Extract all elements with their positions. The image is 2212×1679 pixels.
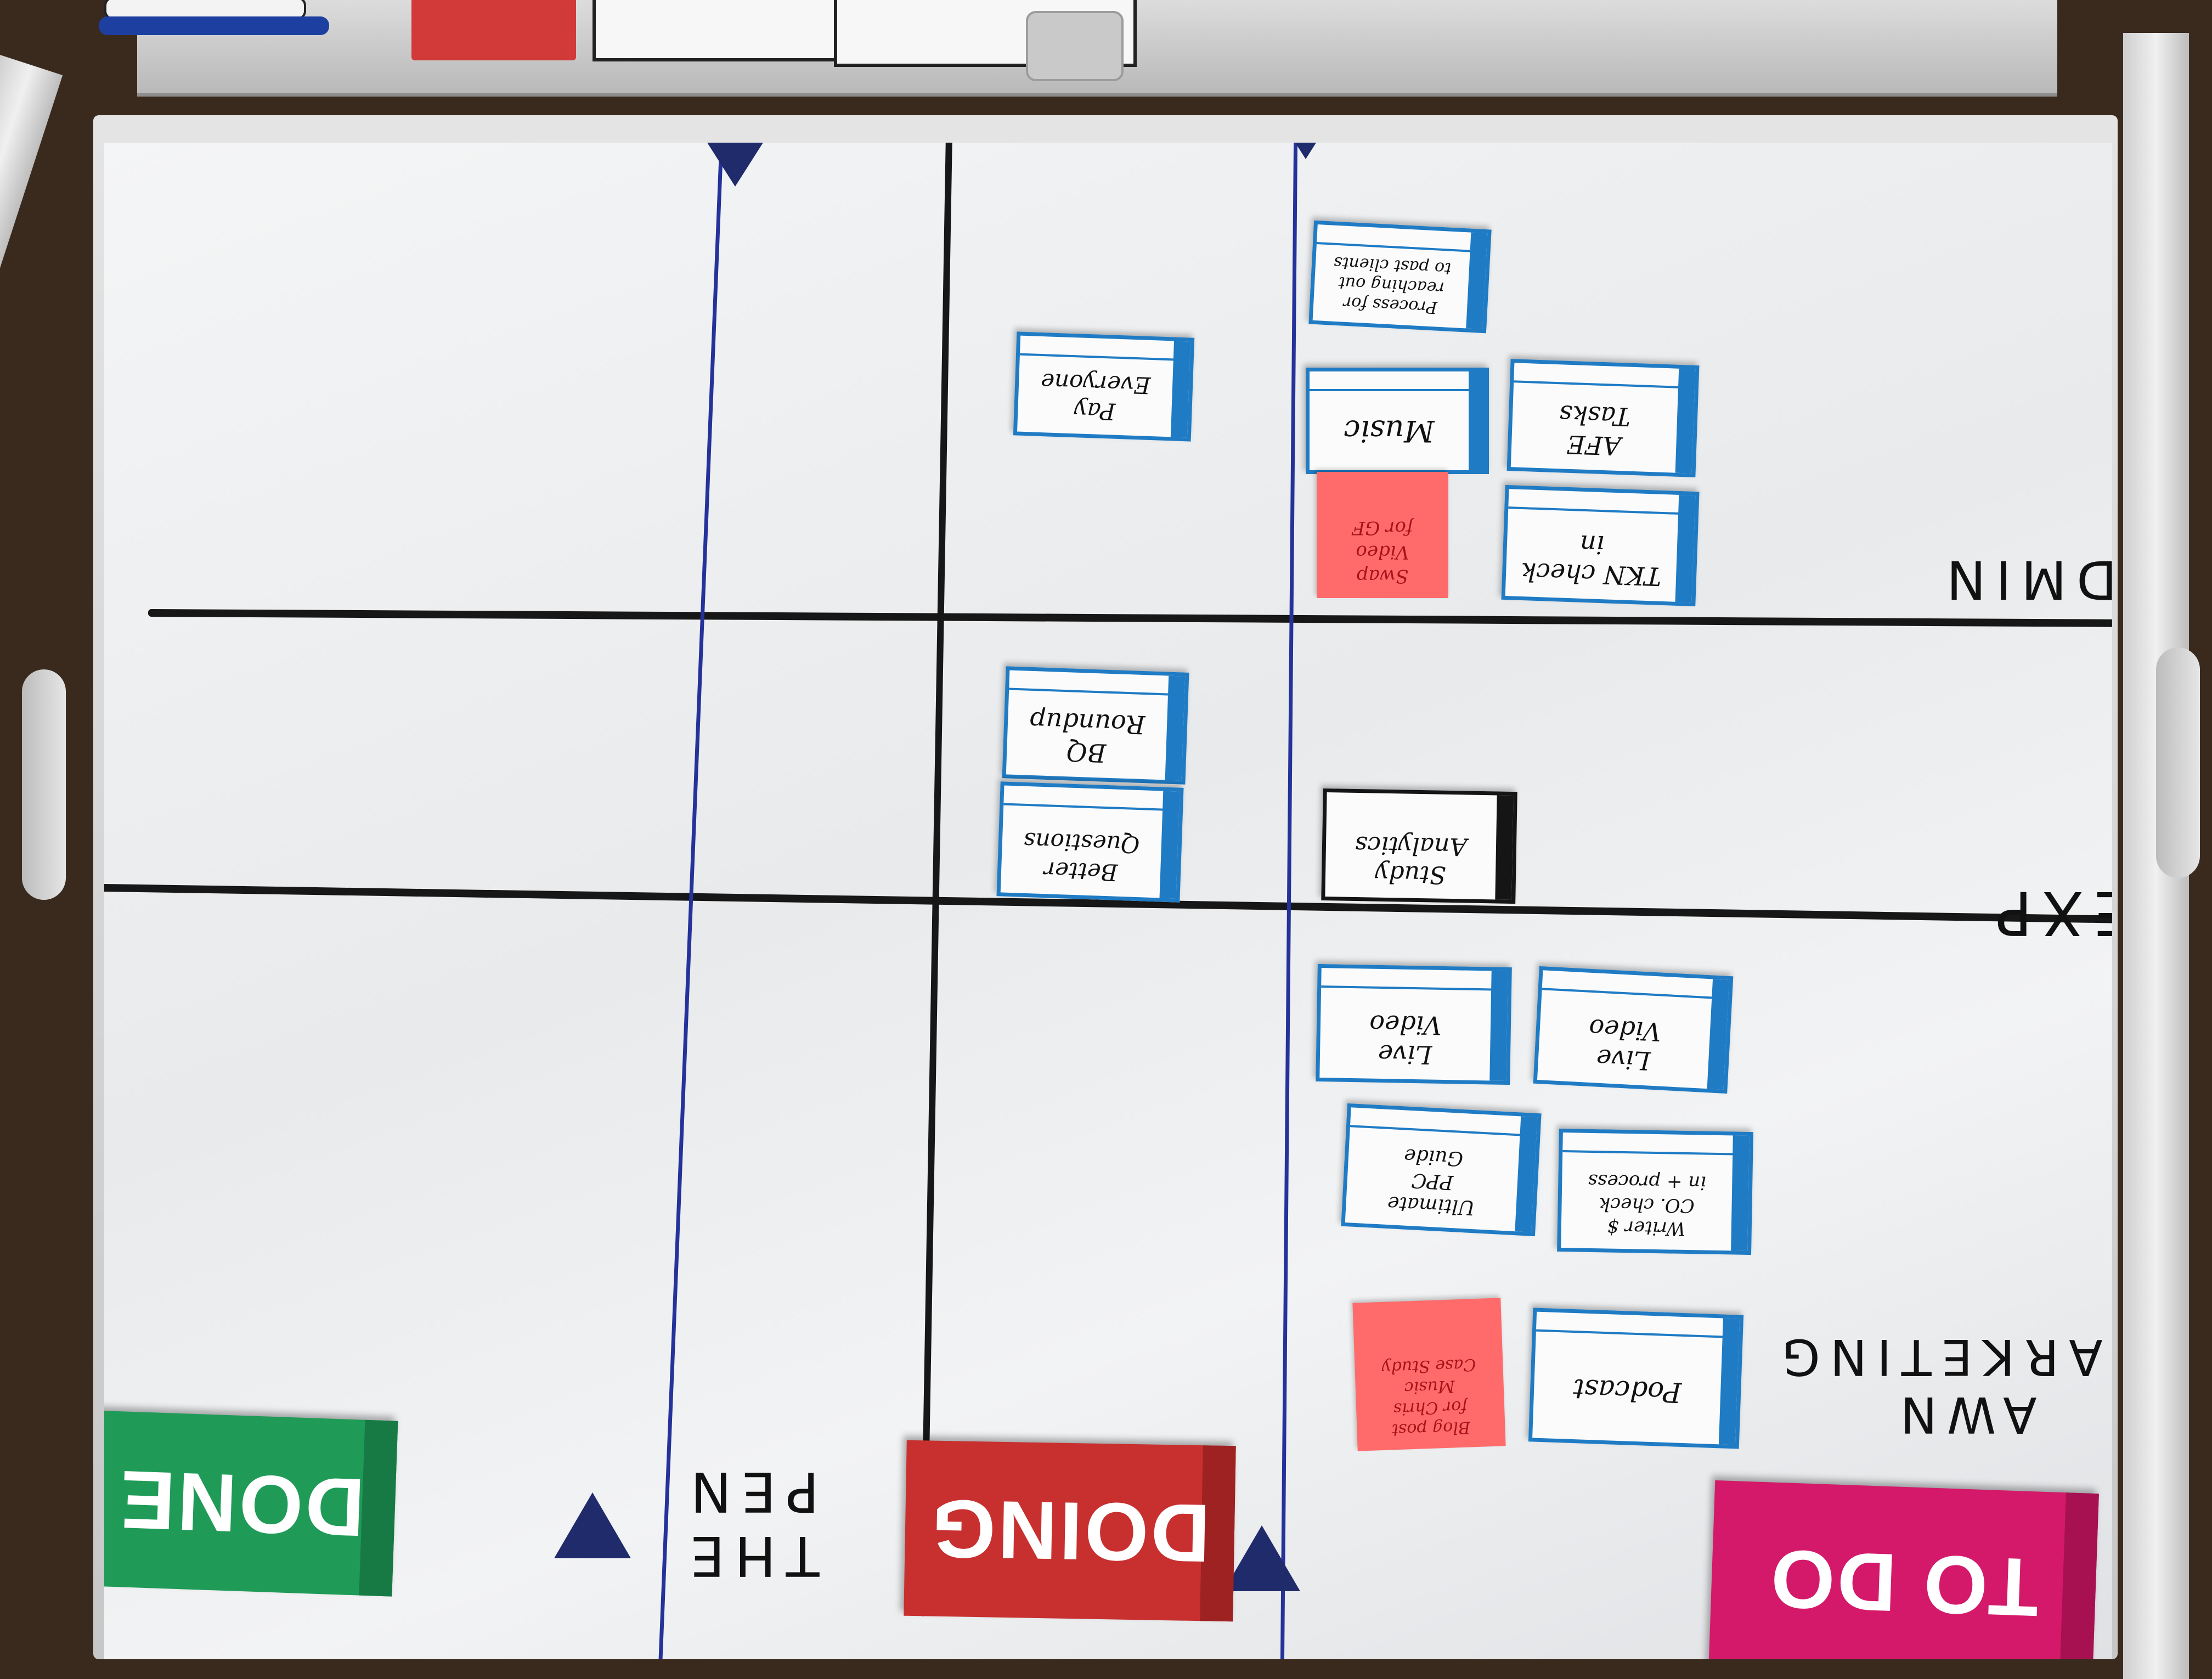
red-card-box xyxy=(411,0,576,60)
column-header-todo: TO DO xyxy=(1708,1480,2099,1659)
task-card-ultimate[interactable]: Ultimate PPC Guide xyxy=(1341,1103,1542,1237)
string-anchor-icon xyxy=(1267,143,1344,159)
task-card-process[interactable]: Process for reaching out to past clients xyxy=(1308,220,1492,334)
row-label-exp: EXP xyxy=(1986,878,2112,948)
left-knob xyxy=(22,669,66,900)
string-anchor-icon xyxy=(1223,1525,1300,1591)
tray-clip xyxy=(1026,11,1124,81)
task-card-study[interactable]: Study Analytics xyxy=(1321,788,1517,904)
row-label-marketing: AWN MARKETING xyxy=(1772,1328,2112,1443)
column-header-doing: DOING xyxy=(904,1440,1236,1622)
sticky-note-blog[interactable]: Blog post for Chris Music Case Study xyxy=(1352,1298,1506,1451)
whiteboard-surface: ADMIN EXP AWN MARKETING THE PEN Process … xyxy=(104,143,2112,1659)
task-card-music[interactable]: Music xyxy=(1306,368,1489,474)
right-knob xyxy=(2156,647,2200,878)
sticky-note-swap[interactable]: Swap Video for GF xyxy=(1317,472,1448,598)
string-anchor-icon xyxy=(697,143,774,187)
task-card-tkn[interactable]: TKN check in xyxy=(1501,484,1700,607)
blue-marker[interactable] xyxy=(99,16,329,35)
marker-tray xyxy=(99,0,2057,97)
task-card-live-video-2[interactable]: Live Video xyxy=(1533,966,1734,1094)
task-card-bq[interactable]: BQ Roundup xyxy=(1002,666,1189,785)
column-label-pen: THE PEN xyxy=(680,1460,820,1588)
task-card-live-video-1[interactable]: Live Video xyxy=(1316,964,1512,1085)
string-anchor-icon xyxy=(554,1492,631,1558)
task-card-afe[interactable]: AFE Tasks xyxy=(1506,359,1700,477)
column-header-done: DONE xyxy=(104,1410,398,1597)
task-card-pay[interactable]: Pay Everyone xyxy=(1013,331,1195,442)
task-card-better[interactable]: Better Questions xyxy=(996,781,1184,903)
row-label-admin: ADMIN xyxy=(1937,549,2112,610)
task-card-writer[interactable]: Writer $ CO. check in + process xyxy=(1557,1128,1753,1255)
task-card-podcast[interactable]: Podcast xyxy=(1528,1308,1744,1449)
